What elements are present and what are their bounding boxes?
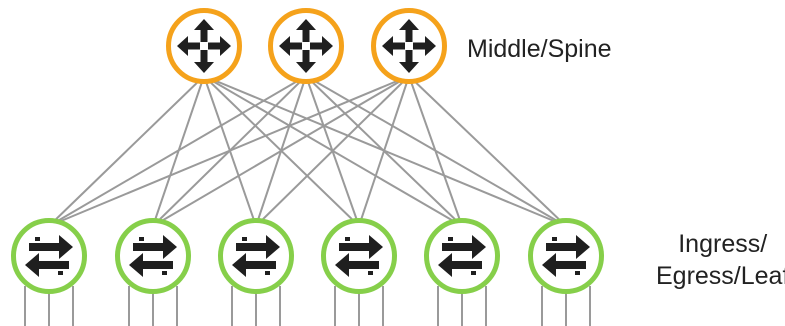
leaf-label-line1: Ingress/ <box>678 230 768 258</box>
leaf-2-node <box>115 218 191 294</box>
spine-1-ring <box>166 8 242 84</box>
leaf-6-ring <box>528 218 604 294</box>
spine-layer <box>166 8 447 84</box>
leaf-5-node <box>424 218 500 294</box>
leaf-2-ring <box>115 218 191 294</box>
spine-layer-label: Middle/Spine <box>467 33 612 65</box>
link-spine3-leaf2 <box>152 75 410 227</box>
leaf-downlinks <box>24 286 591 326</box>
spine-2-ring <box>268 8 344 84</box>
leaf-6-node <box>528 218 604 294</box>
leaf-1-ring <box>11 218 87 294</box>
leaf-3-node <box>218 218 294 294</box>
link-spine1-leaf1 <box>48 75 205 227</box>
spine-label-text: Middle/Spine <box>467 35 612 63</box>
leaf-layer-label: Ingress/ Egress/Leaf <box>656 228 785 292</box>
link-spine3-leaf1 <box>48 75 410 227</box>
leaf-1-node <box>11 218 87 294</box>
mesh-links <box>48 75 567 227</box>
link-spine3-leaf6 <box>408 75 567 227</box>
leaf-label-line2: Egress/Leaf <box>656 262 785 290</box>
spine-3-ring <box>371 8 447 84</box>
leaf-4-node <box>321 218 397 294</box>
leaf-4-ring <box>321 218 397 294</box>
spine-1-node <box>166 8 242 84</box>
link-spine3-leaf5 <box>408 75 463 227</box>
spine-3-node <box>371 8 447 84</box>
leaf-layer <box>11 218 604 294</box>
link-spine3-leaf4 <box>358 75 410 227</box>
spine-2-node <box>268 8 344 84</box>
leaf-5-ring <box>424 218 500 294</box>
link-spine2-leaf1 <box>48 75 307 227</box>
link-spine3-leaf3 <box>255 75 410 227</box>
leaf-3-ring <box>218 218 294 294</box>
